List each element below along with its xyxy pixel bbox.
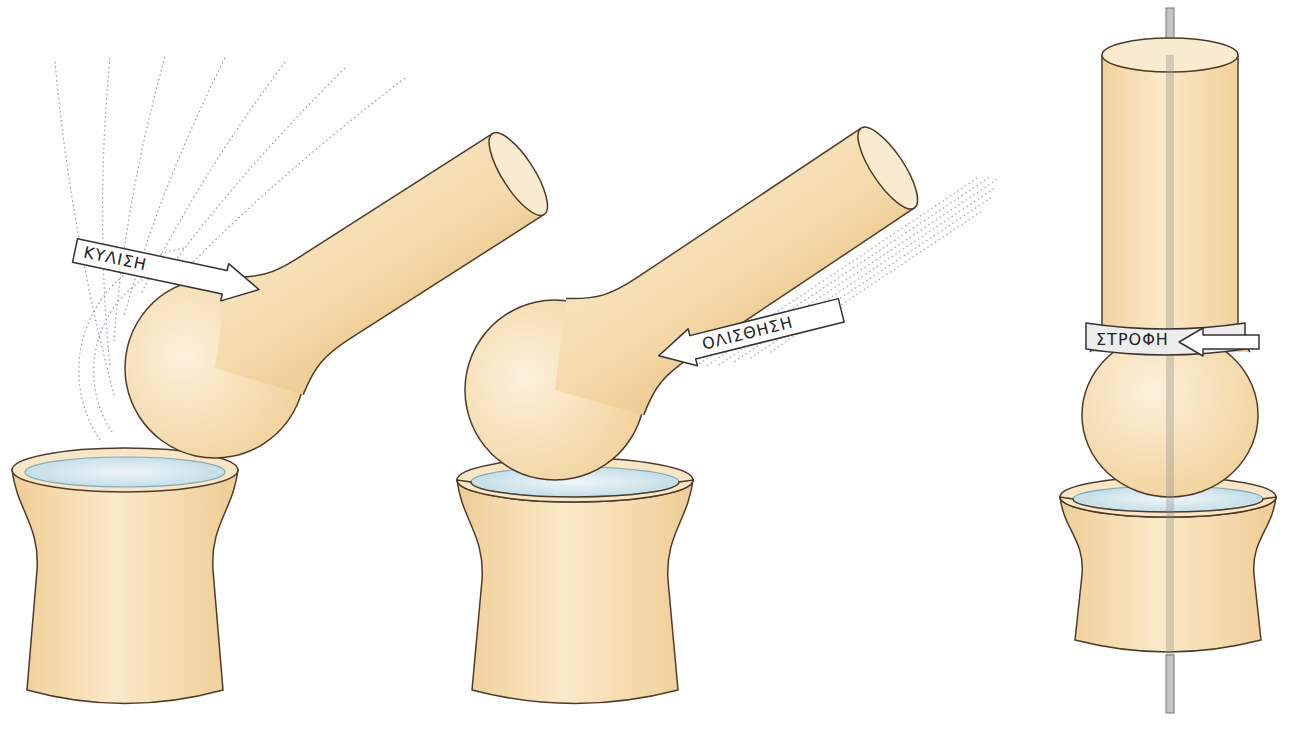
- arrow-outline-path: [654, 292, 846, 374]
- arrow-outline: [70, 231, 264, 310]
- socket-base: [457, 458, 693, 704]
- motion-label: ΣΤΡΟΦΗ: [1096, 330, 1169, 350]
- bone-head-shaft: [430, 46, 1008, 515]
- axis-rod: [1166, 655, 1174, 713]
- spin-band-arrow: ΣΤΡΟΦΗ: [1086, 320, 1245, 360]
- motion-label: ΟΛΙΣΘΗΣΗ: [700, 313, 795, 355]
- arrow-label-text-group: ΣΤΡΟΦΗ: [1096, 330, 1169, 350]
- rolling-arrow: ΚΥΛΙΣΗ: [70, 231, 264, 310]
- socket-rim-lip: [457, 480, 693, 502]
- sliding-arrow: ΟΛΙΣΘΗΣΗ: [653, 291, 847, 376]
- arrow-outline-path: [71, 232, 263, 308]
- arrow-label-text-group: ΟΛΙΣΘΗΣΗ: [700, 313, 795, 355]
- socket-base: [12, 448, 238, 704]
- arrow-outline-path: [1179, 328, 1259, 356]
